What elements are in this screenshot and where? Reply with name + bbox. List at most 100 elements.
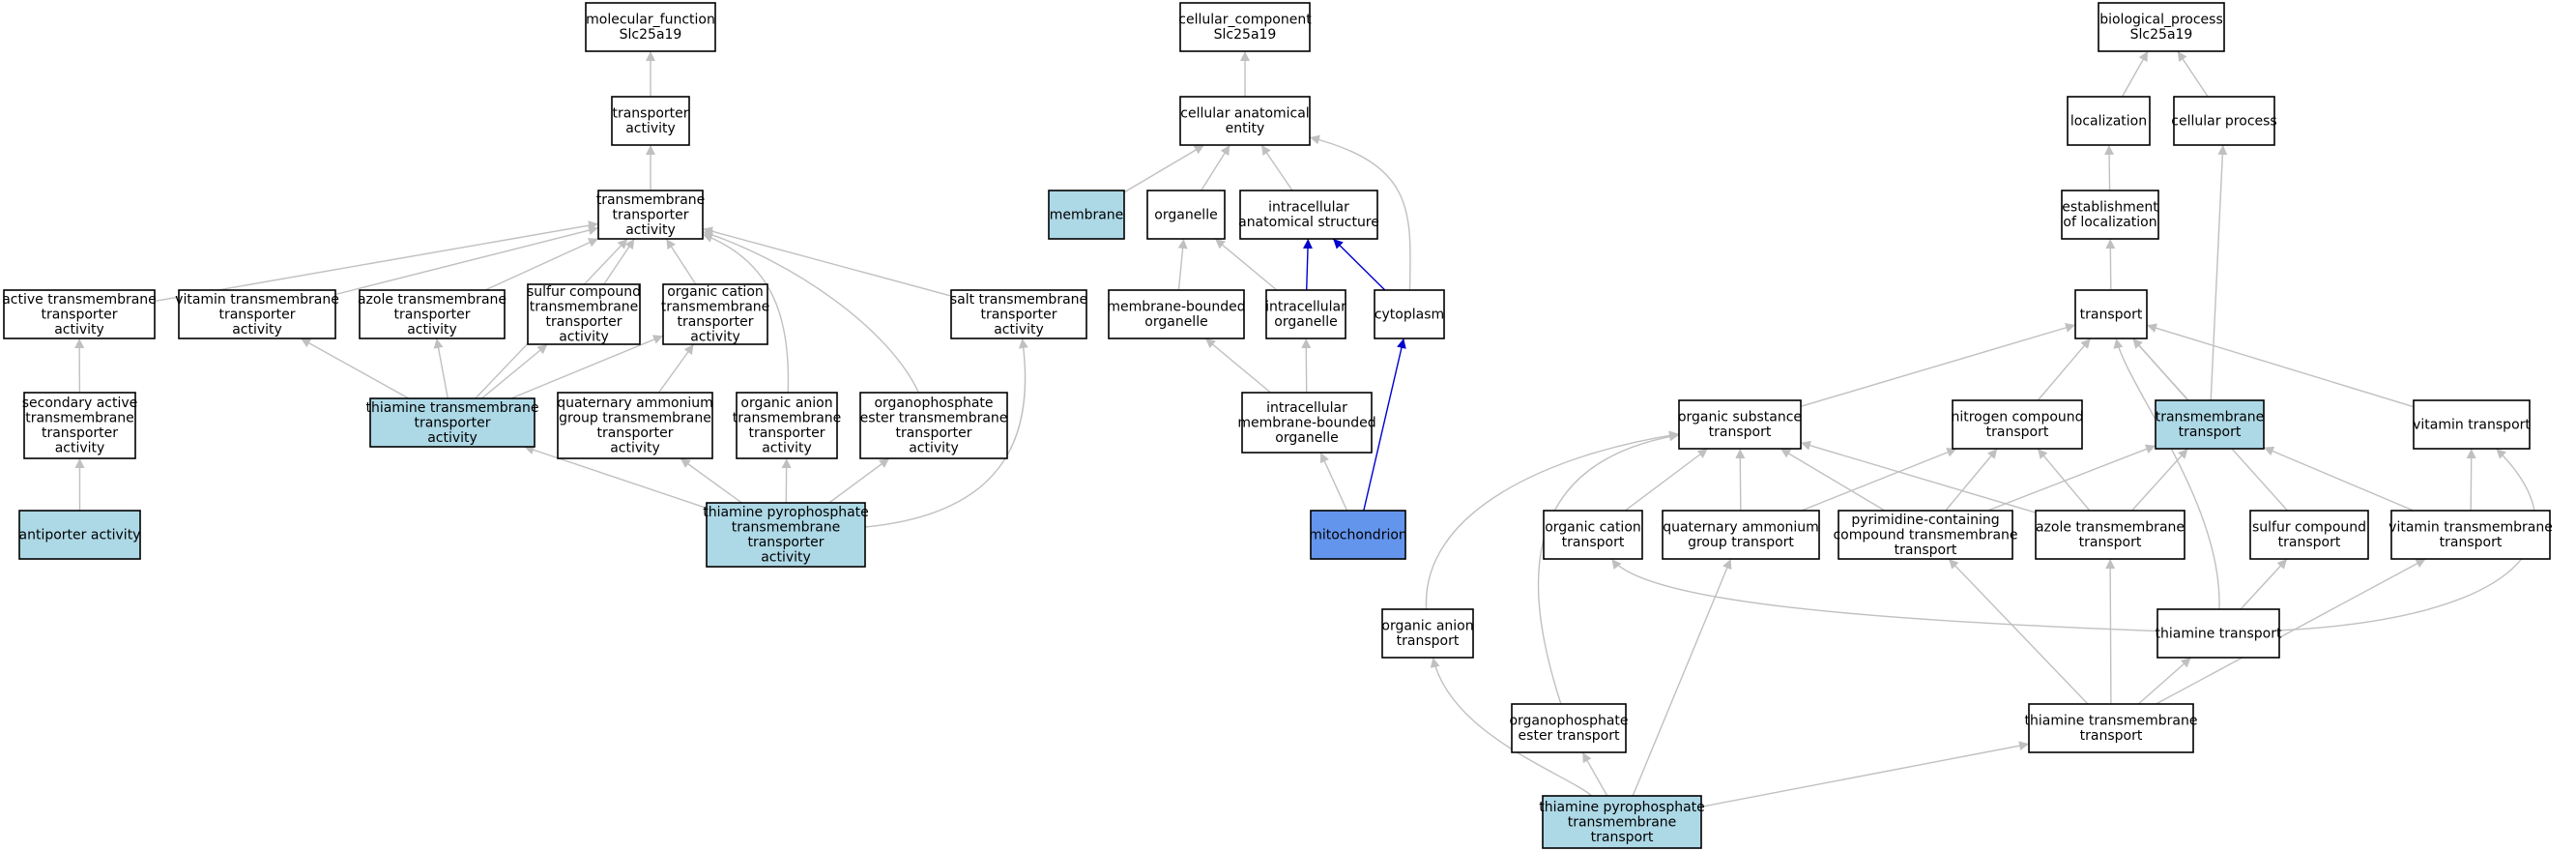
node-label-line: azole transmembrane	[2036, 520, 2185, 536]
node-label-line: cytoplasm	[1375, 307, 1444, 322]
node-label-line: activity	[762, 441, 812, 456]
go-term-localization[interactable]: localization	[2067, 96, 2151, 146]
node-label-line: activity	[761, 550, 811, 566]
edge-line	[1425, 430, 1680, 610]
go-term-tpp-tm-transport[interactable]: thiamine pyrophosphatetransmembranetrans…	[1539, 795, 1705, 849]
edge-line	[680, 457, 742, 504]
node-label-line: transmembrane	[732, 520, 841, 536]
node-box	[2390, 510, 2551, 560]
node-label-line: nitrogen compound	[1951, 410, 2083, 426]
edge-tm-transport-to-cellular-process	[2210, 144, 2228, 401]
node-box	[1381, 608, 1474, 659]
go-term-vitamin-transport[interactable]: vitamin transport	[2413, 399, 2531, 450]
edge-azole-tm-activity-to-tm-transporter-activity	[484, 237, 599, 291]
edge-line	[1948, 558, 2089, 705]
node-box	[2028, 703, 2194, 753]
go-term-thiamine-transport[interactable]: thiamine transport	[2156, 608, 2282, 659]
edge-line	[1800, 440, 2037, 514]
go-term-cellular-process[interactable]: cellular process	[2171, 96, 2277, 146]
edge-tpp-tm-transport-to-quat-ammonium-transport	[1632, 558, 1732, 797]
node-label-line: transporter	[393, 307, 470, 322]
node-box	[611, 96, 690, 146]
go-term-mitochondrion[interactable]: mitochondrion	[1309, 510, 1407, 560]
edge-line	[1581, 751, 1608, 797]
node-label-line: transporter	[42, 426, 118, 441]
node-label-line: membrane	[1050, 207, 1124, 222]
node-label-line: transmembrane	[596, 192, 706, 208]
node-label-line: transporter	[612, 106, 688, 122]
node-label-line: activity	[625, 222, 676, 238]
edge-line	[2278, 448, 2536, 631]
go-term-membrane[interactable]: membrane	[1048, 190, 1125, 240]
go-term-cytoplasm[interactable]: cytoplasm	[1374, 289, 1445, 339]
node-label-line: Slc25a19	[2130, 27, 2193, 43]
node-box	[557, 392, 713, 459]
node-label-line: transporter	[41, 307, 117, 322]
node-label-line: transport	[2080, 728, 2143, 744]
go-term-sulfur-tm-activity[interactable]: sulfur compoundtransmembranetransportera…	[527, 283, 641, 345]
node-label-line: anatomical structure	[1238, 215, 1379, 230]
go-term-tpp-tm-activity[interactable]: thiamine pyrophosphatetransmembranetrans…	[703, 502, 869, 568]
edge-pyrimidine-tm-transport-to-org-substance-transport	[1780, 448, 1886, 512]
node-label-line: of localization	[2063, 215, 2156, 230]
node-label-line: transmembrane	[25, 411, 134, 426]
edge-line	[524, 445, 708, 510]
edge-quat-ammonium-tm-activity-to-org-cation-tm-activity	[657, 343, 695, 394]
node-label-line: thiamine pyrophosphate	[703, 505, 869, 520]
edge-line	[2104, 144, 2115, 191]
go-term-thiamine-tm-activity[interactable]: thiamine transmembranetransporteractivit…	[366, 397, 539, 448]
node-label-line: cellular anatomical	[1180, 106, 1309, 122]
node-label-line: transport	[2179, 425, 2242, 440]
node-label-line: vitamin transmembrane	[175, 292, 339, 308]
edge-thiamine-tm-transport-to-pyrimidine-tm-transport	[1948, 558, 2089, 705]
go-term-secondary-active-activity[interactable]: secondary activetransmembranetransporter…	[22, 392, 138, 459]
node-box	[18, 510, 141, 560]
node-label-line: activity	[994, 322, 1044, 337]
node-label-line: transporter	[218, 307, 295, 322]
go-term-antiporter-activity[interactable]: antiporter activity	[18, 510, 141, 560]
edge-line	[1735, 448, 1746, 512]
go-term-organelle[interactable]: organelle	[1146, 190, 1226, 240]
node-label-line: pyrimidine-containing	[1851, 513, 1999, 528]
go-term-org-cation-tm-activity[interactable]: organic cationtransmembranetransporterac…	[661, 283, 770, 345]
go-term-transport[interactable]: transport	[2074, 289, 2148, 339]
edge-line	[510, 335, 664, 399]
go-term-org-anion-tm-activity[interactable]: organic aniontransmembranetransporteract…	[733, 392, 842, 459]
edge-thiamine-tm-transport-to-thiamine-transport	[2137, 657, 2192, 705]
node-box	[859, 392, 1008, 459]
edge-vitamin-tm-transport-to-tm-transport	[2263, 446, 2415, 512]
edge-azole-tm-transport-to-tm-transport	[2131, 448, 2188, 512]
node-label-line: biological_process	[2099, 13, 2223, 28]
edge-line	[1123, 144, 1205, 193]
